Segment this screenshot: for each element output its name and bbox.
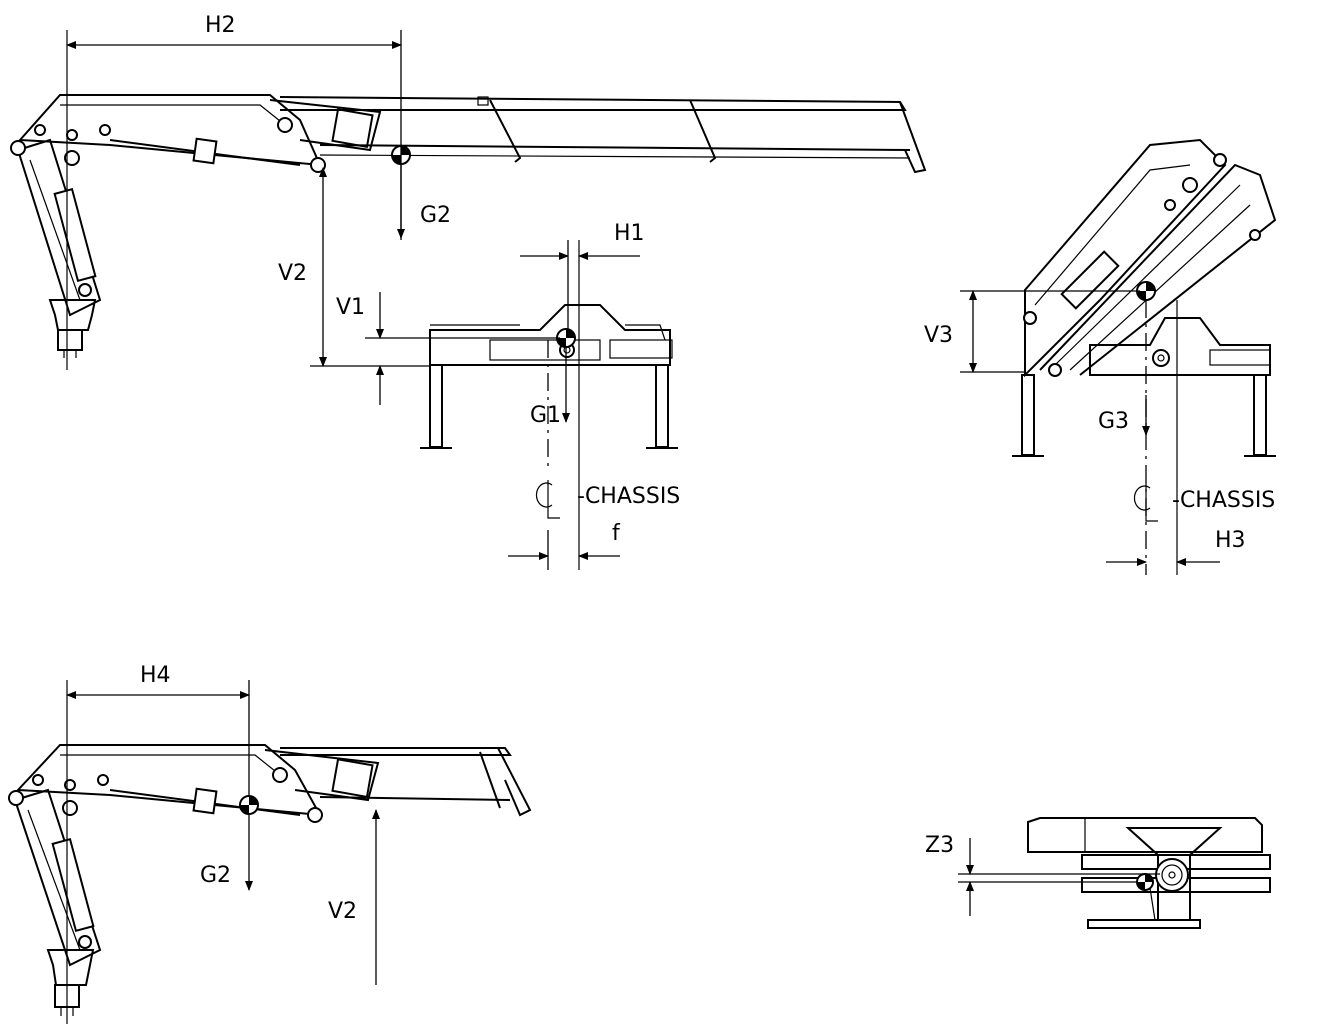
crane-retracted-view xyxy=(8,680,532,1024)
g3-arrow: G3 xyxy=(1098,395,1150,436)
f-dimension: f xyxy=(508,521,621,570)
chassis-label-2: -CHASSIS xyxy=(1172,488,1275,513)
base-outrigger-view xyxy=(420,240,678,570)
v2-top-label: V2 xyxy=(278,261,307,286)
v3-label: V3 xyxy=(924,323,953,348)
crane-extended-view xyxy=(10,30,927,370)
g3-label: G3 xyxy=(1098,409,1129,434)
g1-label: G1 xyxy=(530,403,561,428)
v3-dimension: V3 xyxy=(924,290,1140,373)
v2-top-dimension: V2 xyxy=(278,167,430,367)
f-label: f xyxy=(612,521,621,546)
z3-label: Z3 xyxy=(925,833,954,858)
g2-bottom-label: G2 xyxy=(200,863,231,888)
h3-dimension: H3 xyxy=(1106,528,1246,566)
chassis-centerline-2: -CHASSIS xyxy=(1133,483,1275,522)
h2-label: H2 xyxy=(205,13,236,38)
v1-dimension: V1 xyxy=(336,292,560,405)
v2-bottom-label: V2 xyxy=(328,899,357,924)
h4-label: H4 xyxy=(140,663,171,688)
h3-label: H3 xyxy=(1215,528,1246,553)
chassis-label-1: -CHASSIS xyxy=(577,484,680,509)
g1-arrow: G1 xyxy=(530,348,570,428)
crane-folded-view xyxy=(1012,138,1277,575)
crane-top-view xyxy=(1027,817,1271,929)
g2-top-label: G2 xyxy=(420,203,451,228)
z3-dimension: Z3 xyxy=(925,833,1160,916)
g2-top-arrow: G2 xyxy=(397,165,451,239)
v2-bottom-dimension: V2 xyxy=(328,809,380,985)
h4-dimension: H4 xyxy=(66,663,250,795)
h1-dimension: H1 xyxy=(520,221,645,330)
g2-bottom-arrow: G2 xyxy=(200,815,253,891)
h1-label: H1 xyxy=(614,221,645,246)
chassis-centerline-1: -CHASSIS xyxy=(535,480,680,519)
v1-label: V1 xyxy=(336,295,365,320)
